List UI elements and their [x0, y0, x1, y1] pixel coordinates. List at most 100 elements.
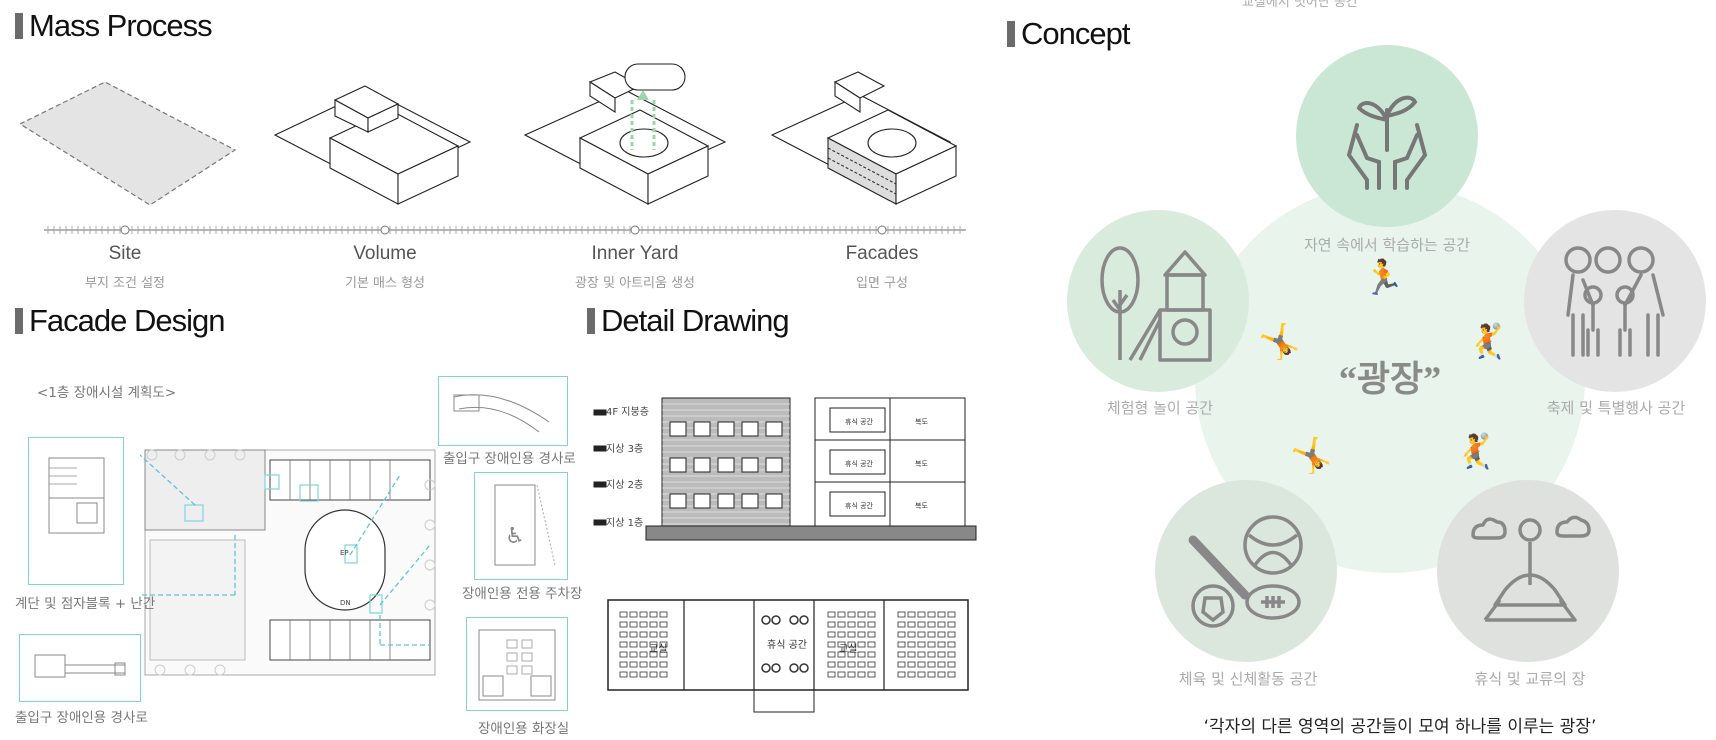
- desk: [907, 641, 916, 648]
- concept-title-text: Concept: [1021, 16, 1130, 51]
- desk: [937, 631, 946, 638]
- plan-title: <1층 장애시설 계획도>: [37, 385, 177, 401]
- elevation-section-drawing: 휴식 공간 복도 휴식 공간 복도 휴식 공간 복도: [593, 397, 977, 541]
- section-corridor-3: 복도: [915, 502, 928, 510]
- desk: [947, 671, 956, 678]
- desk: [857, 671, 866, 678]
- desk: [907, 671, 916, 678]
- desk: [867, 641, 876, 648]
- concept-label-sports: 체육 및 신체활동 공간: [1178, 670, 1318, 688]
- desk: [847, 661, 856, 668]
- desk: [927, 611, 936, 618]
- desk: [897, 661, 906, 668]
- section-room-2: 휴식 공간: [845, 459, 874, 468]
- concept-label-rest: 휴식 및 교류의 장: [1474, 670, 1586, 688]
- site-mass: [18, 81, 237, 206]
- desk: [897, 631, 906, 638]
- desk: [649, 631, 658, 638]
- desk: [649, 621, 658, 628]
- desk: [639, 631, 648, 638]
- desk: [907, 621, 916, 628]
- title-bar: [15, 308, 23, 334]
- caption-parking: 장애인용 전용 주차장: [462, 586, 583, 602]
- desk: [947, 661, 956, 668]
- desk: [927, 661, 936, 668]
- runner-icon-5: 🤾: [1454, 432, 1497, 472]
- stage-sub-facades: 입면 구성: [856, 276, 908, 291]
- desk: [827, 631, 836, 638]
- detail-frame-toilet: [466, 617, 568, 711]
- runner-icon-4: 🤸: [1290, 436, 1333, 476]
- section-corridor-1: 복도: [915, 418, 928, 426]
- plan-room-rest: 휴식 공간: [767, 639, 807, 651]
- desk: [659, 661, 668, 668]
- desk: [847, 631, 856, 638]
- desk: [639, 641, 648, 648]
- facades-mass: [770, 71, 958, 205]
- wheelchair-icon: ♿: [505, 524, 525, 549]
- desk: [937, 641, 946, 648]
- family-icon: [1564, 246, 1665, 357]
- concept-label-play: 체험형 놀이 공간: [1106, 399, 1214, 417]
- desk: [629, 671, 638, 678]
- desk: [619, 671, 628, 678]
- stage-sub-site: 부지 조건 설정: [84, 276, 166, 291]
- stage-name-volume: Volume: [353, 243, 417, 264]
- desk: [847, 621, 856, 628]
- desk: [867, 611, 876, 618]
- desk: [827, 671, 836, 678]
- detail-frame-parking: ♿: [474, 472, 568, 580]
- section-room-3: 휴식 공간: [845, 501, 874, 510]
- desk: [659, 621, 668, 628]
- desk: [629, 611, 638, 618]
- desk: [659, 611, 668, 618]
- desk: [649, 651, 658, 658]
- detail-frame-stairs: [28, 437, 124, 585]
- detail-frame-ramp-bottom: [19, 634, 141, 702]
- section-room-1: 휴식 공간: [845, 417, 874, 426]
- desk: [619, 621, 628, 628]
- desk: [947, 641, 956, 648]
- facade-design-title: Facade Design: [15, 303, 226, 339]
- desk: [917, 621, 926, 628]
- classroom-plan-drawing: 교실 휴식 공간 교실: [607, 599, 969, 713]
- desk: [937, 671, 946, 678]
- desk: [927, 621, 936, 628]
- desk: [867, 621, 876, 628]
- desk: [917, 641, 926, 648]
- desk: [847, 641, 856, 648]
- stage-name-site: Site: [108, 243, 142, 264]
- desk: [927, 631, 936, 638]
- desk: [639, 611, 648, 618]
- desk: [827, 661, 836, 668]
- concept-label-nature: 자연 속에서 학습하는 공간: [1303, 236, 1471, 254]
- desk: [937, 651, 946, 658]
- desk: [837, 621, 846, 628]
- desk: [837, 661, 846, 668]
- desk: [847, 611, 856, 618]
- concept-title: Concept: [1007, 16, 1130, 52]
- desk: [857, 651, 866, 658]
- concept-center-label: “광장”: [1338, 359, 1442, 399]
- desk: [639, 671, 648, 678]
- desk: [847, 671, 856, 678]
- desk: [619, 641, 628, 648]
- desk: [897, 621, 906, 628]
- desk: [837, 671, 846, 678]
- desk: [639, 651, 648, 658]
- desk: [907, 651, 916, 658]
- desk: [917, 661, 926, 668]
- desk: [897, 611, 906, 618]
- desk: [837, 641, 846, 648]
- desk: [927, 651, 936, 658]
- ramp-bottom-drawing: [34, 654, 126, 678]
- desk: [937, 661, 946, 668]
- desk: [867, 651, 876, 658]
- level-label-3f: 지상 3층: [606, 444, 644, 455]
- playground-icon: [1100, 246, 1212, 362]
- desk: [639, 621, 648, 628]
- desk: [649, 671, 658, 678]
- desk: [639, 661, 648, 668]
- timeline: [44, 225, 966, 235]
- desk: [927, 671, 936, 678]
